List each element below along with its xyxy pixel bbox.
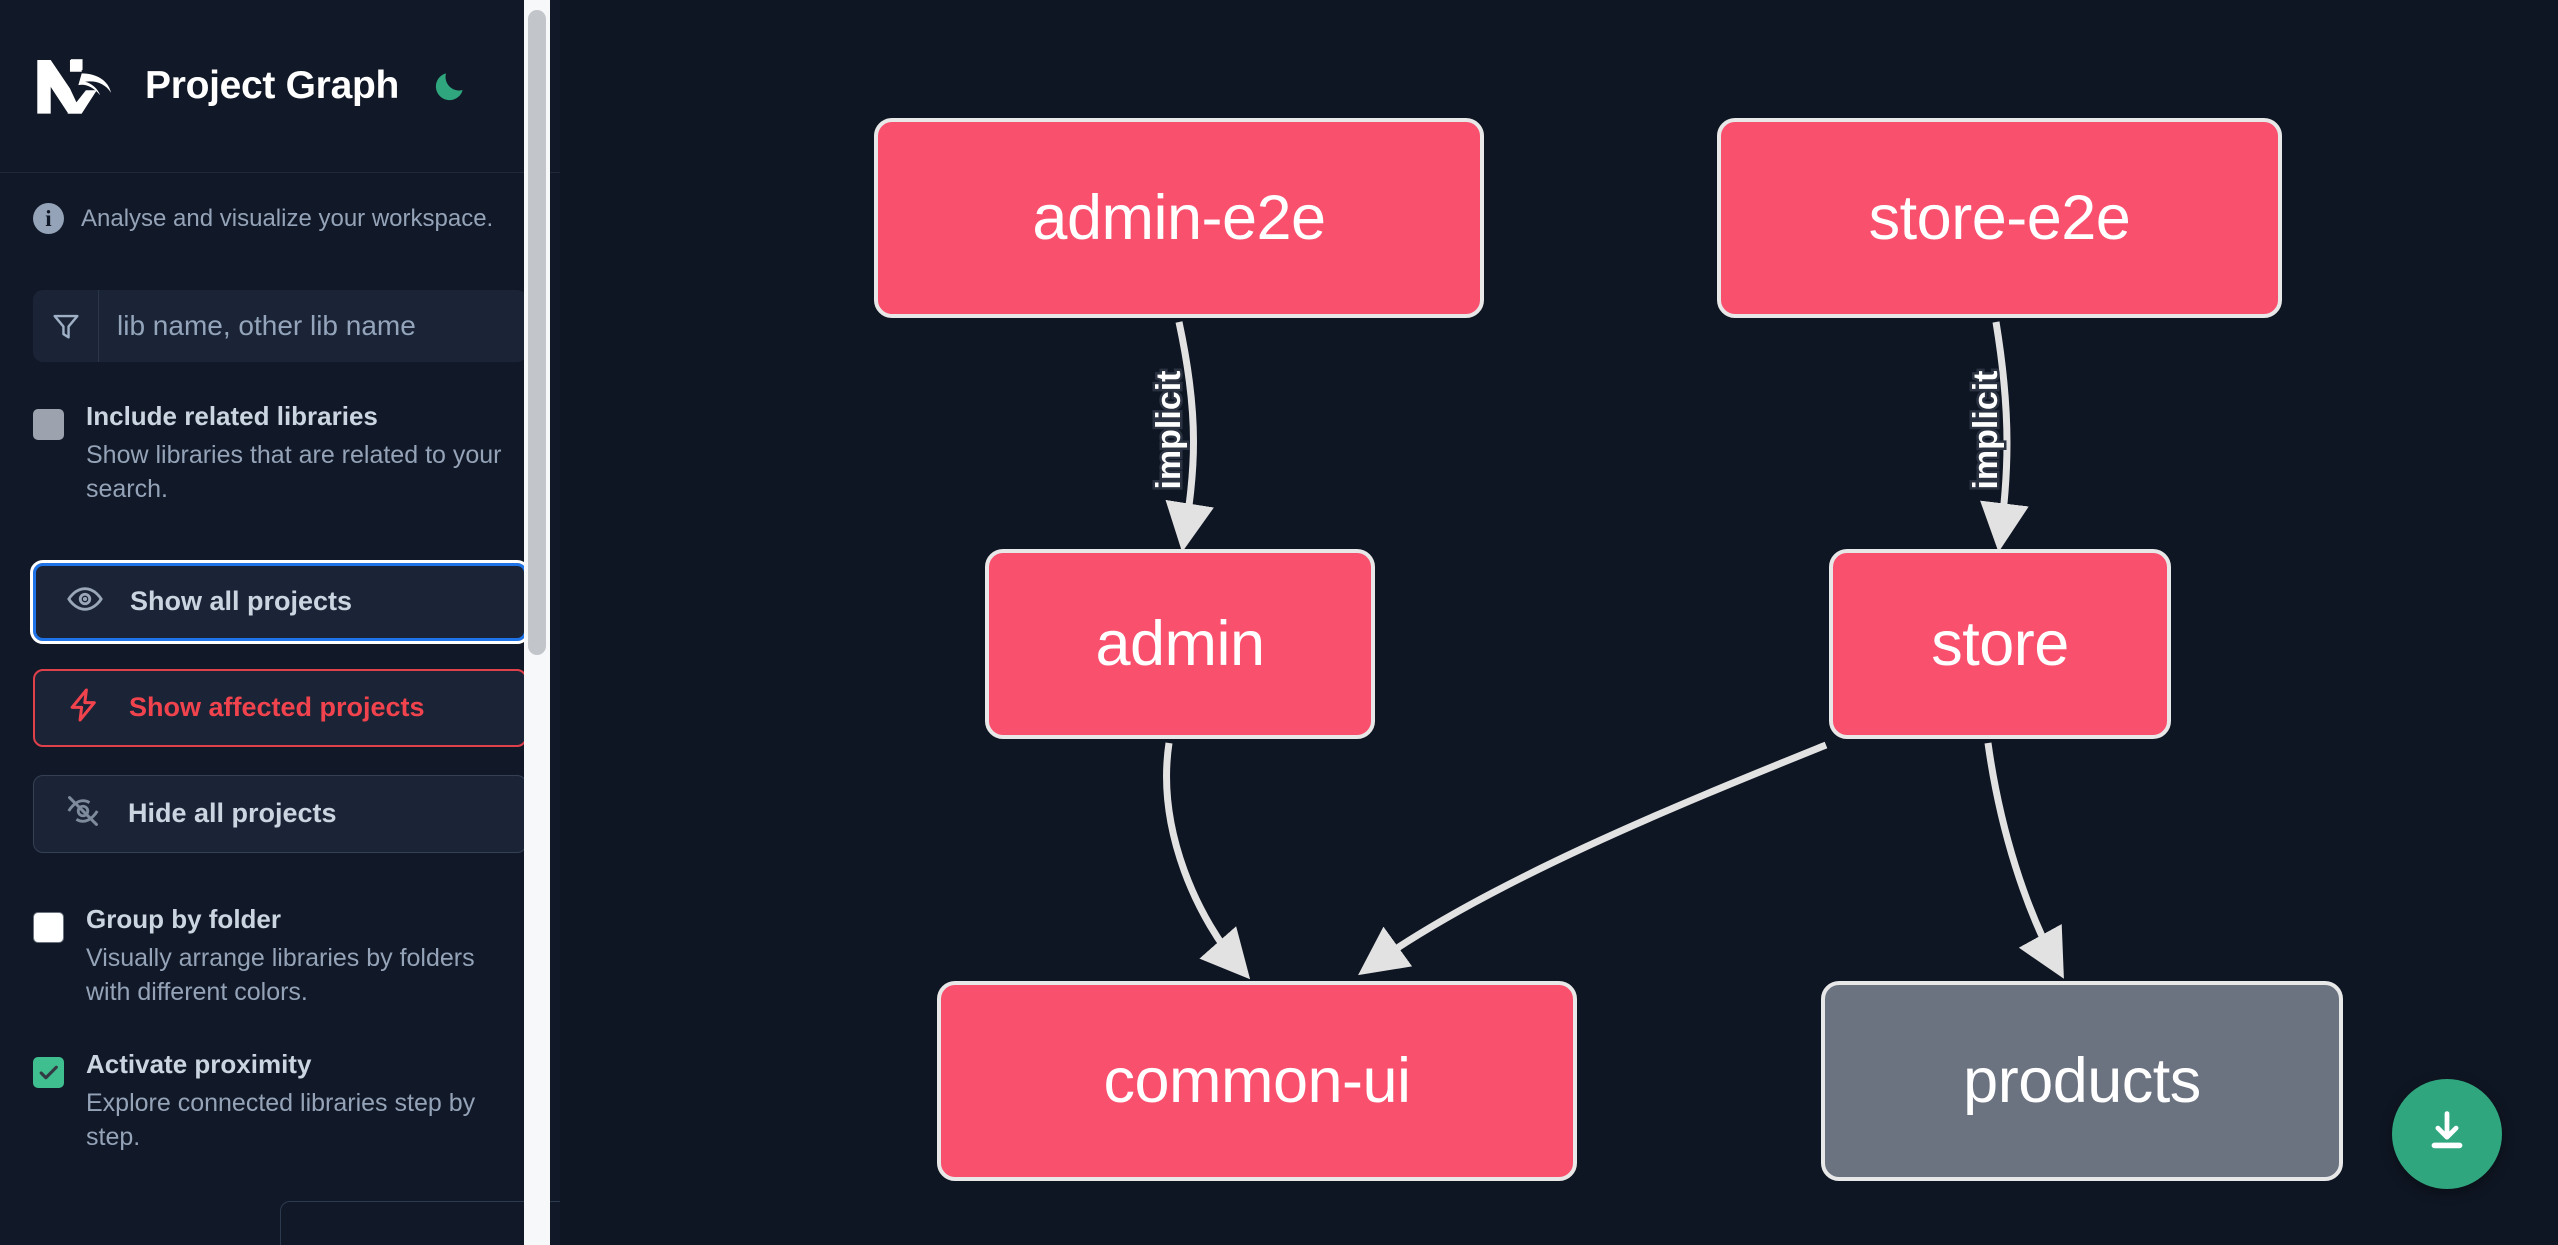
eye-off-icon bbox=[64, 792, 102, 835]
option-description: Visually arrange libraries by folders wi… bbox=[86, 943, 475, 1007]
option-label: Include related libraries bbox=[86, 401, 378, 431]
sidebar-header: Project Graph bbox=[0, 0, 560, 173]
download-icon bbox=[2421, 1106, 2473, 1163]
bottom-button-group[interactable] bbox=[280, 1201, 560, 1245]
graph-node-admin[interactable]: admin bbox=[985, 549, 1375, 739]
tagline-text: Analyse and visualize your workspace. bbox=[81, 204, 494, 232]
graph-canvas[interactable]: implicit implicit admin-e2e store-e2e ad… bbox=[560, 0, 2558, 1245]
edge-store-to-common-ui bbox=[1358, 741, 1828, 976]
option-include-related-libraries[interactable]: Include related libraries Show libraries… bbox=[33, 401, 527, 507]
workspace-tagline: i Analyse and visualize your workspace. bbox=[0, 173, 560, 234]
filter-icon[interactable] bbox=[33, 290, 99, 362]
search-field[interactable] bbox=[33, 290, 527, 362]
option-description: Explore connected libraries step by step… bbox=[86, 1088, 476, 1152]
option-label: Group by folder bbox=[86, 903, 281, 934]
checkbox-group-by-folder[interactable] bbox=[33, 911, 64, 943]
option-label: Activate proximity bbox=[86, 1048, 312, 1079]
show-affected-projects-button[interactable]: Show affected projects bbox=[33, 668, 527, 747]
sidebar-scrollbar-thumb[interactable] bbox=[528, 10, 546, 655]
edge-admin-to-common-ui bbox=[1163, 742, 1251, 980]
graph-node-store[interactable]: store bbox=[1829, 549, 2171, 739]
option-text: Include related libraries Show libraries… bbox=[86, 401, 516, 507]
sidebar: Project Graph i Analyse and visualize yo… bbox=[0, 0, 560, 1245]
graph-node-admin-e2e[interactable]: admin-e2e bbox=[874, 118, 1484, 318]
graph-node-common-ui[interactable]: common-ui bbox=[937, 981, 1577, 1181]
moon-icon[interactable] bbox=[427, 63, 473, 109]
show-affected-projects-label: Show affected projects bbox=[129, 692, 425, 723]
hide-all-projects-label: Hide all projects bbox=[128, 798, 337, 829]
graph-node-store-e2e[interactable]: store-e2e bbox=[1717, 118, 2282, 318]
option-group-by-folder[interactable]: Group by folder Visually arrange librari… bbox=[33, 903, 527, 1010]
lightning-icon bbox=[65, 686, 103, 729]
edge-store-e2e-to-store bbox=[1980, 321, 2029, 553]
edge-admin-e2e-to-admin bbox=[1165, 321, 1214, 553]
option-text: Group by folder Visually arrange librari… bbox=[86, 903, 516, 1010]
checkbox-include-related-libraries[interactable] bbox=[33, 409, 64, 440]
checkbox-activate-proximity[interactable] bbox=[33, 1056, 64, 1088]
option-description: Show libraries that are related to your … bbox=[86, 440, 502, 504]
bottom-group-segment[interactable] bbox=[280, 1201, 560, 1245]
edge-label-implicit: implicit bbox=[1150, 370, 1188, 489]
edge-store-to-products bbox=[1984, 742, 2064, 979]
graph-edges: implicit implicit bbox=[1148, 321, 2064, 980]
download-graph-button[interactable] bbox=[2392, 1079, 2502, 1189]
option-activate-proximity[interactable]: Activate proximity Explore connected lib… bbox=[33, 1048, 527, 1155]
eye-icon bbox=[66, 580, 104, 623]
nx-logo-icon bbox=[33, 55, 117, 117]
display-options: Group by folder Visually arrange librari… bbox=[33, 903, 527, 1155]
sidebar-body: Include related libraries Show libraries… bbox=[0, 290, 560, 1155]
graph-node-products[interactable]: products bbox=[1821, 981, 2343, 1181]
option-text: Activate proximity Explore connected lib… bbox=[86, 1048, 516, 1155]
sidebar-scrollbar[interactable] bbox=[524, 0, 550, 1245]
hide-all-projects-button[interactable]: Hide all projects bbox=[33, 774, 527, 853]
project-visibility-buttons: Show all projects Show affected projects bbox=[30, 559, 530, 853]
info-icon: i bbox=[33, 203, 64, 234]
search-input[interactable] bbox=[99, 290, 527, 362]
show-all-projects-label: Show all projects bbox=[130, 586, 353, 617]
edge-label-implicit: implicit bbox=[1967, 370, 2005, 489]
show-all-projects-button[interactable]: Show all projects bbox=[30, 559, 530, 644]
info-glyph: i bbox=[45, 206, 52, 231]
page-title: Project Graph bbox=[145, 64, 399, 107]
